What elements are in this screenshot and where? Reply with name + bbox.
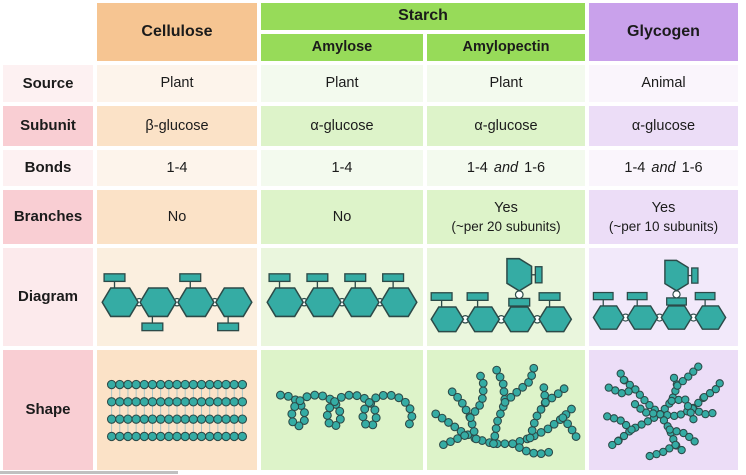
row-label-subunit: Subunit <box>3 106 93 146</box>
helix-coil-shape-icon <box>275 390 417 430</box>
amylose-source-cell: Plant <box>261 65 423 102</box>
amylopectin-branches-cell: Yes (~per 20 subunits) <box>427 190 585 244</box>
straight-parallel-chains-shape-icon <box>106 379 248 441</box>
amylopectin-diagram-cell <box>427 248 585 346</box>
branches-value: Yes <box>494 199 518 216</box>
branches-note: (~per 10 subunits) <box>608 218 719 234</box>
densely-branched-chains-shape-icon <box>602 362 724 460</box>
column-header-amylose: Amylose <box>261 34 423 61</box>
row-label-shape: Shape <box>3 350 93 470</box>
alpha-glucose-branched-chain-diagram-icon <box>430 257 573 332</box>
row-label-branches: Branches <box>3 190 93 244</box>
branched-chains-shape-icon <box>431 363 581 459</box>
branches-note: (~per 20 subunits) <box>451 218 561 234</box>
glycogen-shape-cell <box>589 350 738 470</box>
branches-value: No <box>332 208 352 225</box>
cellulose-source-cell: Plant <box>97 65 257 102</box>
branches-value: No <box>167 208 187 225</box>
glycogen-source-cell: Animal <box>589 65 738 102</box>
amylose-diagram-cell <box>261 248 423 346</box>
column-header-cellulose: Cellulose <box>97 3 257 61</box>
row-label-diagram: Diagram <box>3 248 93 346</box>
alpha-glucose-branched-chain-diagram-icon <box>592 259 726 330</box>
beta-glucose-chain-diagram-icon <box>101 272 253 331</box>
amylopectin-subunit-cell: α-glucose <box>427 106 585 146</box>
polysaccharide-comparison-table: Cellulose Starch Amylose Amylopectin Gly… <box>3 3 738 470</box>
alpha-glucose-chain-diagram-icon <box>266 272 418 317</box>
amylose-shape-cell <box>261 350 423 470</box>
window-edge-artifact <box>0 471 178 474</box>
branches-value: Yes <box>651 199 676 216</box>
bond-type: 1-4 <box>466 159 488 176</box>
column-header-starch: Starch <box>261 3 585 30</box>
bond-conjunction: and <box>493 159 519 176</box>
bond-type: 1-6 <box>681 159 703 176</box>
amylopectin-bonds-cell: 1-4 and 1-6 <box>427 150 585 186</box>
glycogen-subunit-cell: α-glucose <box>589 106 738 146</box>
row-label-source: Source <box>3 65 93 102</box>
glycogen-branches-cell: Yes (~per 10 subunits) <box>589 190 738 244</box>
amylopectin-shape-cell <box>427 350 585 470</box>
column-header-glycogen: Glycogen <box>589 3 738 61</box>
cellulose-diagram-cell <box>97 248 257 346</box>
row-label-bonds: Bonds <box>3 150 93 186</box>
amylose-branches-cell: No <box>261 190 423 244</box>
cellulose-branches-cell: No <box>97 190 257 244</box>
bond-conjunction: and <box>651 159 676 176</box>
column-header-amylopectin: Amylopectin <box>427 34 585 61</box>
bond-type: 1-6 <box>524 159 546 176</box>
cellulose-subunit-cell: β-glucose <box>97 106 257 146</box>
cellulose-bonds-cell: 1-4 <box>97 150 257 186</box>
bond-type: 1-4 <box>624 159 646 176</box>
glycogen-diagram-cell <box>589 248 738 346</box>
cellulose-shape-cell <box>97 350 257 470</box>
amylose-subunit-cell: α-glucose <box>261 106 423 146</box>
amylose-bonds-cell: 1-4 <box>261 150 423 186</box>
amylopectin-source-cell: Plant <box>427 65 585 102</box>
glycogen-bonds-cell: 1-4 and 1-6 <box>589 150 738 186</box>
